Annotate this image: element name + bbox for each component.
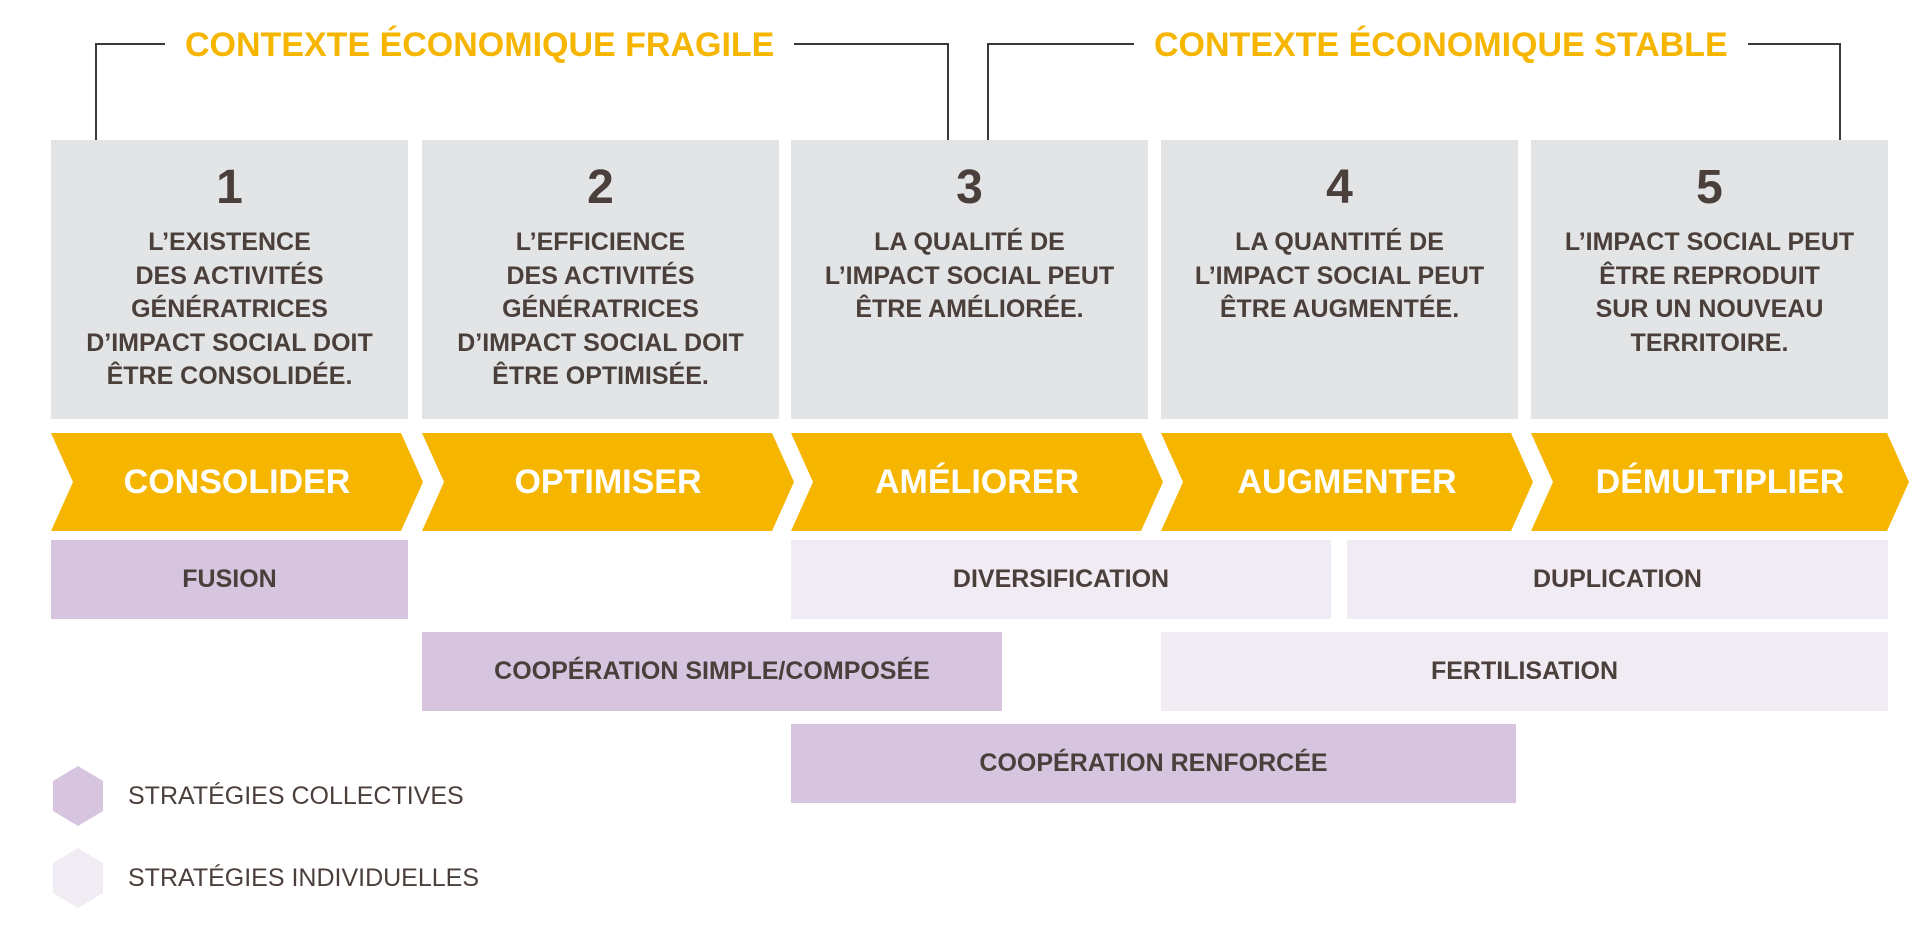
- chevron-arrow-icon: [422, 433, 794, 531]
- hexagon-icon: [53, 848, 103, 908]
- action-label: DÉMULTIPLIER: [1595, 463, 1845, 501]
- step-number: 1: [216, 161, 243, 214]
- step-number: 2: [587, 161, 614, 214]
- action-arrow-demultiplier: DÉMULTIPLIER: [1531, 433, 1909, 531]
- step-number: 3: [956, 161, 983, 214]
- stable-context-title: CONTEXTE ÉCONOMIQUE STABLE: [1134, 22, 1748, 68]
- strategy-duplication: DUPLICATION: [1347, 540, 1888, 619]
- strategy-fusion: FUSION: [51, 540, 408, 619]
- fragile-context-title: CONTEXTE ÉCONOMIQUE FRAGILE: [165, 22, 795, 68]
- action-label: AUGMENTER: [1237, 463, 1457, 501]
- action-arrow-ameliorer: AMÉLIORER: [791, 433, 1163, 531]
- legend-label: STRATÉGIES INDIVIDUELLES: [128, 864, 480, 892]
- hexagon-icon: [53, 766, 103, 826]
- chevron-arrow-icon: [791, 433, 1163, 531]
- chevron-arrow-icon: [1531, 433, 1909, 531]
- action-arrow-augmenter: AUGMENTER: [1161, 433, 1533, 531]
- action-arrow-optimiser: OPTIMISER: [422, 433, 794, 531]
- chevron-arrow-icon: [1161, 433, 1533, 531]
- action-label: AMÉLIORER: [875, 463, 1079, 501]
- step-number: 5: [1696, 161, 1723, 214]
- chevron-arrow-icon: [51, 433, 423, 531]
- legend-label: STRATÉGIES COLLECTIVES: [128, 782, 464, 810]
- action-label: OPTIMISER: [514, 463, 702, 501]
- strategy-fertilisation: FERTILISATION: [1161, 632, 1888, 711]
- action-label: CONSOLIDER: [123, 463, 351, 501]
- action-arrow-consolider: CONSOLIDER: [51, 433, 423, 531]
- strategy-diversification: DIVERSIFICATION: [791, 540, 1331, 619]
- step-number: 4: [1326, 161, 1353, 214]
- strategy-cooperation-renforcee: COOPÉRATION RENFORCÉE: [791, 724, 1516, 803]
- strategy-cooperation-simple: COOPÉRATION SIMPLE/COMPOSÉE: [422, 632, 1002, 711]
